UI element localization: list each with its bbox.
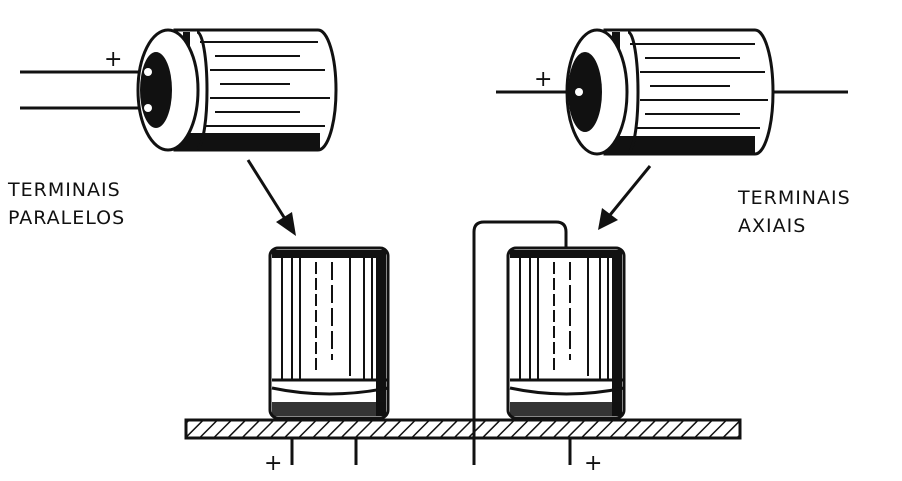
plus-sign: + <box>534 67 552 92</box>
capacitor-body <box>603 28 775 156</box>
capacitor-seal <box>568 52 602 132</box>
arrow-to-parallel-mount <box>246 159 296 236</box>
body-shadow <box>605 136 755 153</box>
lead-negative <box>472 220 568 465</box>
plus-sign: + <box>104 47 122 72</box>
capacitor-parallel-leads: + <box>20 28 338 152</box>
circuit-board <box>184 418 742 440</box>
capacitor-axial-leads: + <box>496 28 848 156</box>
mounted-capacitor-parallel: + <box>264 246 390 476</box>
plus-sign: + <box>264 451 282 476</box>
body-shadow <box>175 133 320 149</box>
label-parallel-line1: TERMINAIS <box>8 179 121 201</box>
capacitor-body <box>173 28 338 152</box>
mounted-capacitor-axial: + <box>472 220 626 476</box>
capacitor-seal <box>140 52 172 128</box>
label-parallel-line2: PARALELOS <box>8 207 126 229</box>
plus-sign: + <box>584 451 602 476</box>
label-axial-line1: TERMINAIS <box>738 187 851 209</box>
arrow-to-axial-mount <box>598 165 652 230</box>
label-axial-line2: AXIAIS <box>738 215 807 237</box>
